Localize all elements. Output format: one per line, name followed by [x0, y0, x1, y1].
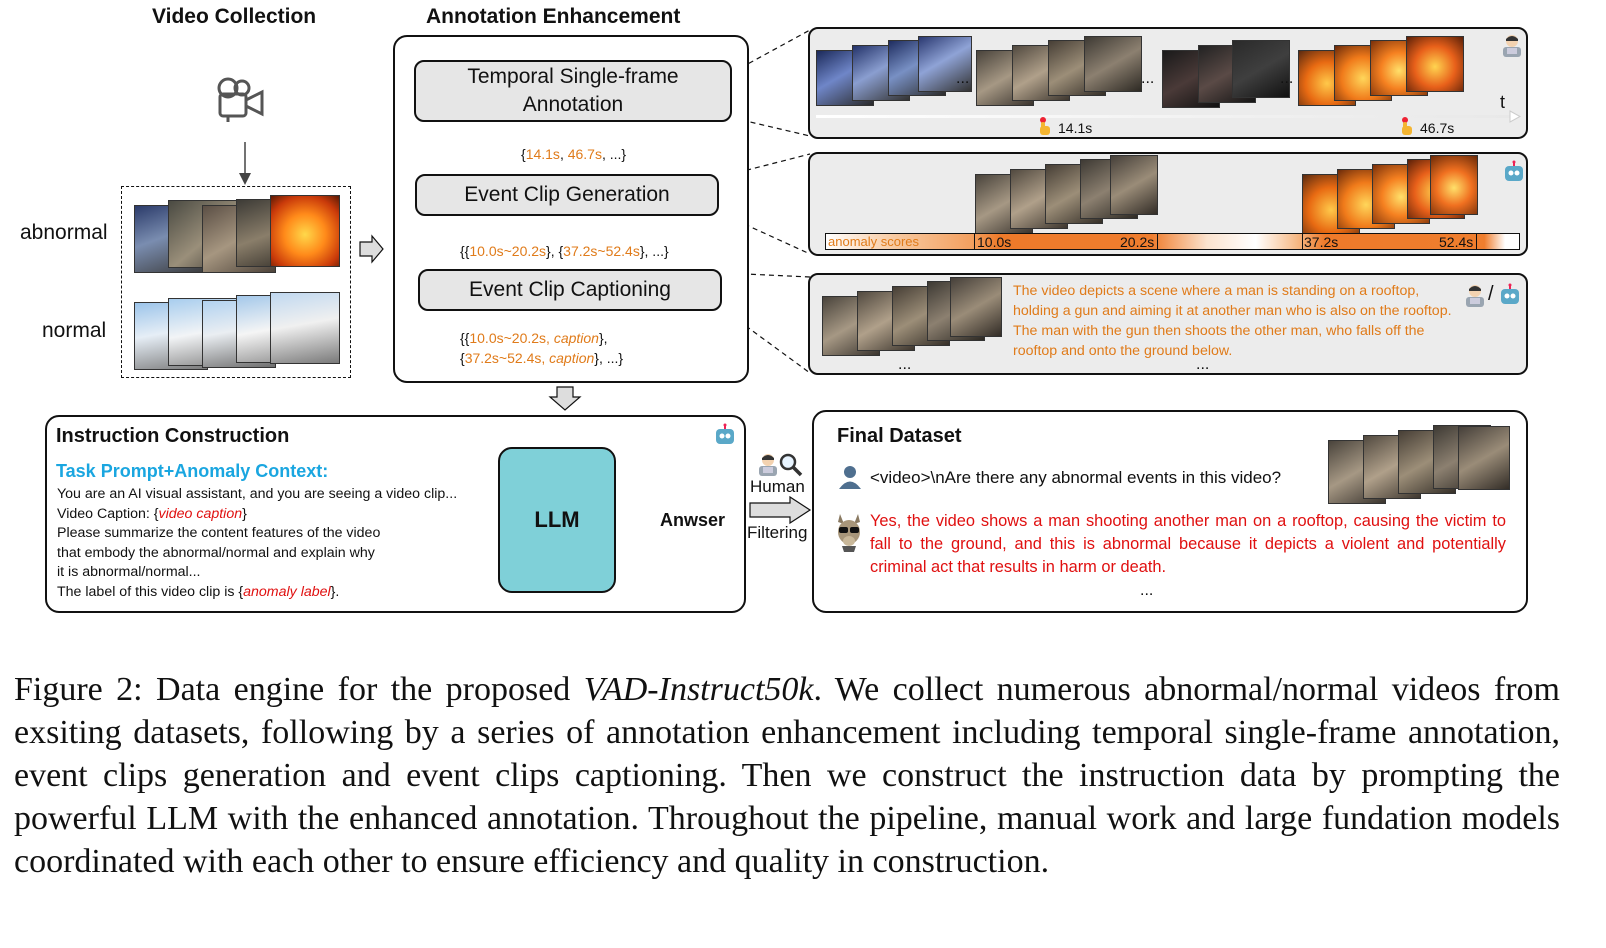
o2-range-a: 10.0s~20.2s: [469, 243, 547, 259]
video-camera-icon: [212, 74, 268, 124]
o1-end: , ...}: [601, 146, 627, 162]
robot-icon: [1502, 160, 1526, 184]
timeline-frame-11: [1232, 40, 1290, 98]
caption-prefix: Figure 2: Data engine for the proposed: [14, 671, 584, 708]
prompt-line-5: it is abnormal/normal...: [57, 564, 201, 581]
instruction-title: Instruction Construction: [56, 425, 290, 447]
prompt-line-3: Please summarize the content features of…: [57, 525, 381, 542]
human-icon-3: [756, 452, 780, 476]
score-end-1: 20.2s: [1120, 234, 1155, 250]
block-arrow-down: [548, 386, 582, 411]
human-robot-slash: /: [1488, 283, 1494, 305]
answer-label: Anwser: [660, 510, 726, 530]
llama-icon: [832, 512, 866, 552]
timeline-frame-15: [1406, 36, 1464, 92]
instruction-construction-box: [45, 415, 746, 613]
clip-caption-text: The video depicts a scene where a man is…: [1013, 283, 1452, 359]
score-segment-1: [974, 233, 1158, 250]
timeline-dots-1: ...: [956, 70, 970, 87]
dash-temporal-top: [732, 29, 811, 73]
user-icon: [837, 464, 863, 490]
video-collection-title: Video Collection: [152, 5, 317, 28]
prompt-line-4: that embody the abnormal/normal and expl…: [57, 544, 375, 561]
caption-body: . We collect numerous abnormal/normal vi…: [14, 671, 1560, 880]
task-prompt-title: Task Prompt+Anomaly Context:: [56, 461, 329, 481]
final-frame-5: [1458, 426, 1510, 490]
annotation-enhancement-title: Annotation Enhancement: [426, 5, 681, 28]
clip1-frame-5: [1110, 155, 1158, 215]
dash-gen-bottom: [719, 212, 811, 255]
human-icon: [1500, 33, 1524, 57]
block-arrow-right-1: [359, 234, 384, 264]
temporal-annotation-step: Temporal Single-frame Annotation: [414, 60, 732, 122]
final-answer: Yes, the video shows a man shooting anot…: [870, 512, 1506, 576]
dash-gen-top: [719, 153, 811, 178]
timeline-mark-1: 14.1s: [1058, 120, 1093, 136]
timeline-frame-8: [1084, 36, 1142, 92]
figure-caption: Figure 2: Data engine for the proposed V…: [14, 668, 1560, 883]
magnifier-icon: [778, 452, 804, 478]
anomaly-scores-label: anomaly scores: [828, 234, 920, 249]
caption-emphasis: VAD-Instruct50k: [583, 671, 814, 708]
score-segment-2: [1302, 233, 1477, 250]
cap-dots-1: ...: [898, 356, 912, 373]
event-clip-generation-step: Event Clip Generation: [415, 174, 719, 216]
final-question: <video>\nAre there any abnormal events i…: [870, 468, 1282, 487]
o1-open: {: [521, 146, 526, 162]
anomaly-score-bar: [825, 233, 1520, 250]
normal-label: normal: [42, 319, 107, 342]
normal-thumb-5: [270, 292, 340, 364]
prompt-line-1: You are an AI visual assistant, and you …: [57, 486, 458, 502]
hand-pointer-icon-2: [1400, 116, 1414, 136]
filtering-label: Filtering: [747, 523, 808, 542]
prompt-line-6: The label of this video clip is {anomaly…: [57, 583, 340, 600]
step2-output: {{10.0s~20.2s}, {37.2s~52.4s}, ...}: [460, 243, 669, 259]
llm-block: LLM: [498, 447, 616, 593]
abnormal-label: abnormal: [20, 221, 108, 244]
video-collection-box: [121, 186, 351, 378]
timeline-axis: [816, 115, 1516, 118]
score-start-1: 10.0s: [977, 234, 1012, 250]
prompt-text: You are an AI visual assistant, and you …: [57, 485, 457, 603]
final-dots: ...: [1140, 582, 1154, 599]
block-arrow-right-2: [749, 495, 812, 525]
human-icon-2: [1463, 283, 1487, 307]
o2-range-b: 37.2s~52.4s: [563, 243, 640, 259]
hand-pointer-icon: [1038, 116, 1052, 136]
timeline-dots-3: ...: [1280, 70, 1294, 87]
score-end-2: 52.4s: [1439, 234, 1474, 250]
timeline-t-label: t: [1500, 92, 1506, 112]
step3-output: {{10.0s~20.2s, caption}, {37.2s~52.4s, c…: [460, 330, 624, 366]
cap-dots-2: ...: [1196, 356, 1210, 373]
cap-frame-5: [950, 277, 1002, 337]
timeline-frame-4: [918, 36, 972, 92]
o1-time-b: 46.7s: [567, 146, 602, 162]
event-clip-captioning-step: Event Clip Captioning: [418, 269, 722, 311]
o1-time-a: 14.1s: [525, 146, 560, 162]
human-label: Human: [750, 477, 805, 496]
abnormal-thumb-fire: [270, 195, 340, 267]
o1-sep: ,: [559, 146, 568, 162]
robot-icon-2: [1498, 283, 1522, 307]
timeline-dots-2: ...: [1141, 70, 1155, 87]
score-start-2: 37.2s: [1304, 234, 1339, 250]
clip2-frame-5: [1430, 155, 1478, 215]
robot-icon-3: [713, 423, 737, 447]
final-dataset-title: Final Dataset: [837, 425, 962, 447]
timeline-mark-2: 46.7s: [1420, 120, 1455, 136]
prompt-line-2: Video Caption: {video caption}: [57, 505, 247, 522]
step1-output: {14.1s, 46.7s, ...}: [521, 146, 626, 162]
